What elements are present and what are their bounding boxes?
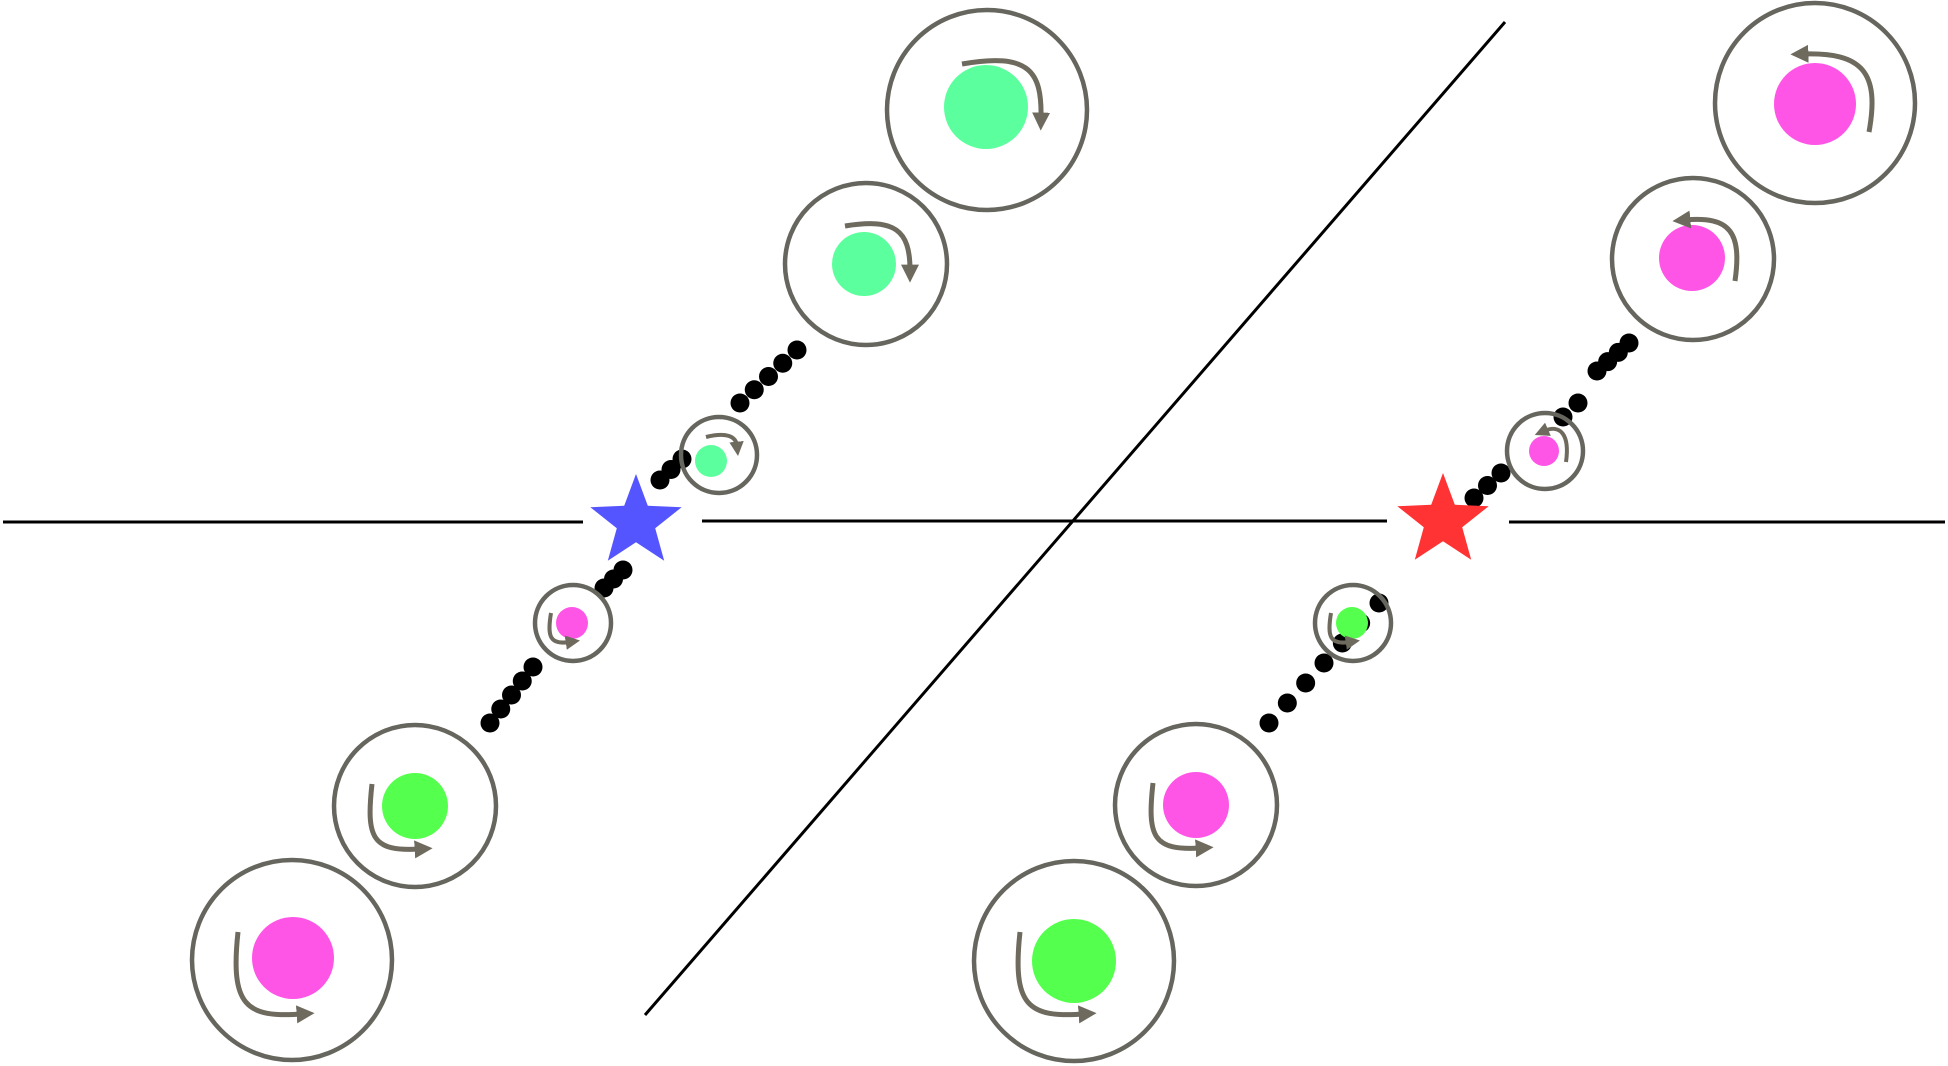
left-lower-particle-2-rotation-arrow xyxy=(367,783,433,859)
left-lower-dot-2 xyxy=(512,671,532,691)
left-upper-particle-3-rotation-arrow xyxy=(705,432,744,457)
right-star xyxy=(1397,473,1489,560)
right-upper-particle-1 xyxy=(1712,0,1918,206)
left-upper-dot-5 xyxy=(730,393,750,413)
right-lower-dot-5 xyxy=(1296,673,1316,693)
left-upper-particle-2-ball xyxy=(832,232,896,296)
left-upper-particle-1-ball xyxy=(944,65,1028,149)
right-lower-particle-3-ring xyxy=(971,858,1177,1064)
left-upper-dot-3 xyxy=(759,367,778,386)
left-upper-particle-3-ball xyxy=(695,445,727,477)
right-upper-particle-2-ring xyxy=(1609,175,1777,343)
left-lower-particle-3-rotation-arrow xyxy=(233,931,315,1024)
right-lower-particle-1-rotation-arrow xyxy=(1327,612,1360,650)
left-upper-dot-4 xyxy=(744,380,764,400)
left-upper-dot-1 xyxy=(787,340,807,360)
right-upper-particle-1-ball xyxy=(1774,63,1856,145)
right-lower-particle-1-ball xyxy=(1336,607,1368,639)
diagonal-divider-line xyxy=(643,21,1507,1016)
right-upper-dot-4 xyxy=(1587,361,1607,381)
left-lower-dot-1 xyxy=(523,657,543,677)
left-lower-dot-5 xyxy=(480,713,500,733)
right-lower-particle-2-rotation-arrow xyxy=(1148,782,1214,858)
left-upper-particle-2-rotation-arrow xyxy=(844,221,919,283)
left-lower-particle-1 xyxy=(532,582,614,664)
left-upper-particle-2-ring xyxy=(782,180,950,348)
right-upper-particle-3-ball xyxy=(1529,436,1559,466)
right-lower-particle-2 xyxy=(1112,721,1280,889)
left-star xyxy=(590,474,682,561)
right-upper-particle-3-rotation-arrow xyxy=(1534,422,1569,463)
left-upper-particle-3-ring xyxy=(678,414,760,496)
right-lower-particle-1 xyxy=(1312,582,1394,664)
right-inner-dot-1 xyxy=(1491,463,1511,483)
left-near-dot-3 xyxy=(650,470,670,490)
right-upper-particle-3-ring xyxy=(1504,410,1586,492)
left-lower-particle-3-ring xyxy=(189,857,395,1063)
right-lower-dot-7 xyxy=(1259,713,1279,733)
right-upper-particle-2-ball xyxy=(1659,225,1725,291)
left-lower-dot-3 xyxy=(502,685,521,705)
left-lower-particle-2-ball xyxy=(382,773,448,839)
left-upper-dot-2 xyxy=(773,353,793,373)
right-upper-particle-3 xyxy=(1504,410,1586,492)
left-lower-particle-3 xyxy=(189,857,395,1063)
right-lower-dot-4 xyxy=(1314,653,1334,673)
right-inner-dot-2 xyxy=(1478,476,1497,495)
right-upper-particle-2-rotation-arrow xyxy=(1672,210,1740,282)
right-lower-particle-3-rotation-arrow xyxy=(1015,931,1097,1024)
right-lower-particle-2-ring xyxy=(1112,721,1280,889)
left-lower-particle-2 xyxy=(331,722,499,890)
left-lower-particle-2-ring xyxy=(331,722,499,890)
right-inner-dot-3 xyxy=(1464,488,1484,508)
left-upper-particle-1 xyxy=(884,7,1090,213)
right-upper-particle-1-ring xyxy=(1712,0,1918,206)
left-lower-particle-1-ring xyxy=(532,582,614,664)
left-upper-particle-1-rotation-arrow xyxy=(961,58,1051,131)
left-upper-particle-1-ring xyxy=(884,7,1090,213)
left-upper-particle-3 xyxy=(678,414,760,496)
right-upper-particle-1-rotation-arrow xyxy=(1790,44,1875,133)
left-lower-dot-4 xyxy=(491,699,511,719)
left-lower-particle-1-rotation-arrow xyxy=(547,612,580,650)
left-upper-particle-2 xyxy=(782,180,950,348)
right-lower-particle-3-ball xyxy=(1032,919,1116,1003)
right-lower-dot-6 xyxy=(1277,693,1297,713)
right-lower-particle-3 xyxy=(971,858,1177,1064)
right-lower-particle-1-ring xyxy=(1312,582,1394,664)
right-near-dot-1 xyxy=(1568,393,1588,413)
right-lower-particle-2-ball xyxy=(1163,772,1229,838)
left-lower-particle-1-ball xyxy=(556,607,588,639)
left-lower-particle-3-ball xyxy=(252,917,334,999)
right-upper-particle-2 xyxy=(1609,175,1777,343)
